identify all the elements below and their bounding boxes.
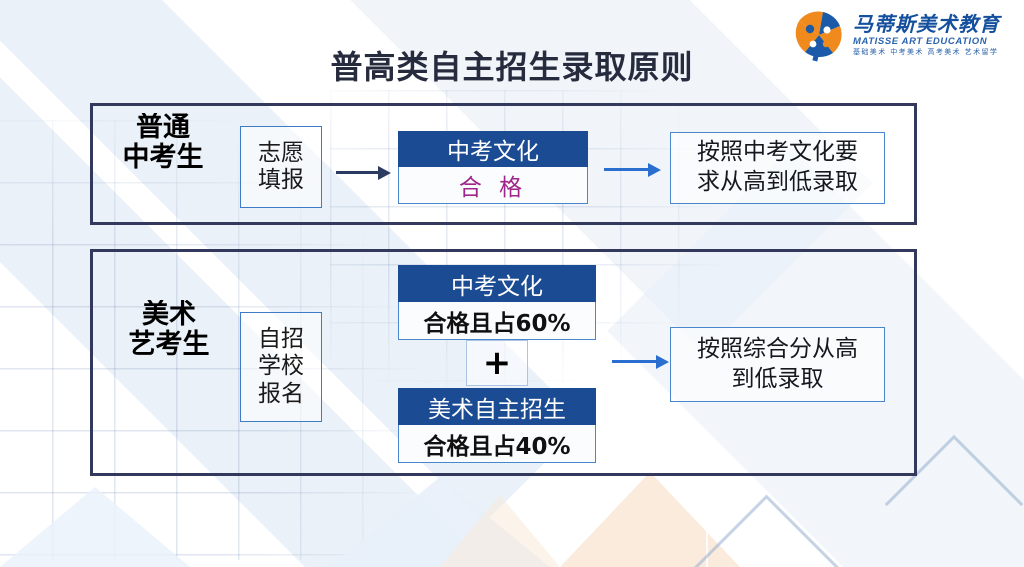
result-row2-line2: 到低录取 bbox=[731, 365, 824, 392]
result-box-row2: 按照综合分从高 到低录取 bbox=[670, 327, 885, 402]
arrow-head bbox=[378, 165, 391, 180]
logo-wordmark: 马蒂斯美术教育 MATISSE ART EDUCATION 基础美术 中考美术 … bbox=[853, 14, 1000, 57]
criteria-row2-culture-header: 中考文化 bbox=[398, 265, 596, 302]
page-title: 普高类自主招生录取原则 bbox=[330, 48, 694, 86]
logo-brand-cn: 马蒂斯美术教育 bbox=[853, 11, 1000, 36]
result-row1-line2: 求从高到低录取 bbox=[697, 169, 858, 195]
step-2-line2: 学校 bbox=[258, 353, 304, 380]
criteria-row2-art-body: 合格且占40% bbox=[398, 425, 596, 463]
arrow-head bbox=[656, 354, 669, 369]
logo-subtitle: 基础美术 中考美术 高考美术 艺术留学 bbox=[853, 48, 999, 57]
criteria-card-row1-culture: 中考文化 合 格 bbox=[398, 131, 588, 204]
step-2-line1: 自招 bbox=[258, 326, 304, 353]
operator-plus: + bbox=[466, 340, 528, 386]
row-label-art-line2: 艺考生 bbox=[128, 329, 210, 361]
triangle-peach-large bbox=[560, 472, 740, 567]
row-label-art-line1: 美术 bbox=[142, 300, 196, 330]
criteria-row1-header: 中考文化 bbox=[398, 131, 588, 167]
triangle-blue-left bbox=[0, 487, 190, 567]
criteria-card-row2-art: 美术自主招生 合格且占40% bbox=[398, 388, 596, 463]
logo-mark-icon bbox=[792, 8, 846, 62]
step-2-line3: 报名 bbox=[258, 380, 304, 407]
criteria-row2-art-header: 美术自主招生 bbox=[398, 388, 596, 425]
triangle-blue-center bbox=[330, 477, 550, 567]
logo-brand-en: MATISSE ART EDUCATION bbox=[853, 35, 988, 47]
row-label-regular-line2: 中考生 bbox=[122, 142, 204, 174]
chevron-outline-1 bbox=[679, 494, 854, 567]
step-box-volunteer-application[interactable]: 志愿 填报 bbox=[240, 126, 322, 208]
arrow-shaft bbox=[604, 168, 650, 171]
step-1-line1: 志愿 bbox=[258, 139, 304, 166]
arrow-shaft bbox=[336, 171, 380, 174]
row-label-regular: 普通 中考生 bbox=[118, 113, 208, 173]
triangle-seam bbox=[706, 479, 708, 567]
criteria-row1-body: 合 格 bbox=[398, 167, 588, 204]
result-row1-line1: 按照中考文化要 bbox=[697, 139, 858, 166]
panel-regular-students bbox=[90, 103, 917, 225]
brand-logo: 马蒂斯美术教育 MATISSE ART EDUCATION 基础美术 中考美术 … bbox=[792, 8, 1000, 62]
step-1-line2: 填报 bbox=[258, 167, 304, 193]
result-box-row1: 按照中考文化要 求从高到低录取 bbox=[670, 132, 885, 204]
criteria-card-row2-culture: 中考文化 合格且占60% bbox=[398, 265, 596, 340]
row-label-regular-line1: 普通 bbox=[136, 113, 190, 143]
step-box-school-registration[interactable]: 自招 学校 报名 bbox=[240, 312, 322, 422]
row-label-art: 美术 艺考生 bbox=[128, 300, 210, 360]
arrow-shaft bbox=[612, 360, 658, 363]
panel-art-students bbox=[90, 249, 917, 476]
arrow-head bbox=[648, 162, 661, 177]
result-row2-line1: 按照综合分从高 bbox=[697, 335, 858, 362]
criteria-row2-culture-body: 合格且占60% bbox=[398, 302, 596, 340]
triangle-peach-small bbox=[440, 495, 560, 567]
